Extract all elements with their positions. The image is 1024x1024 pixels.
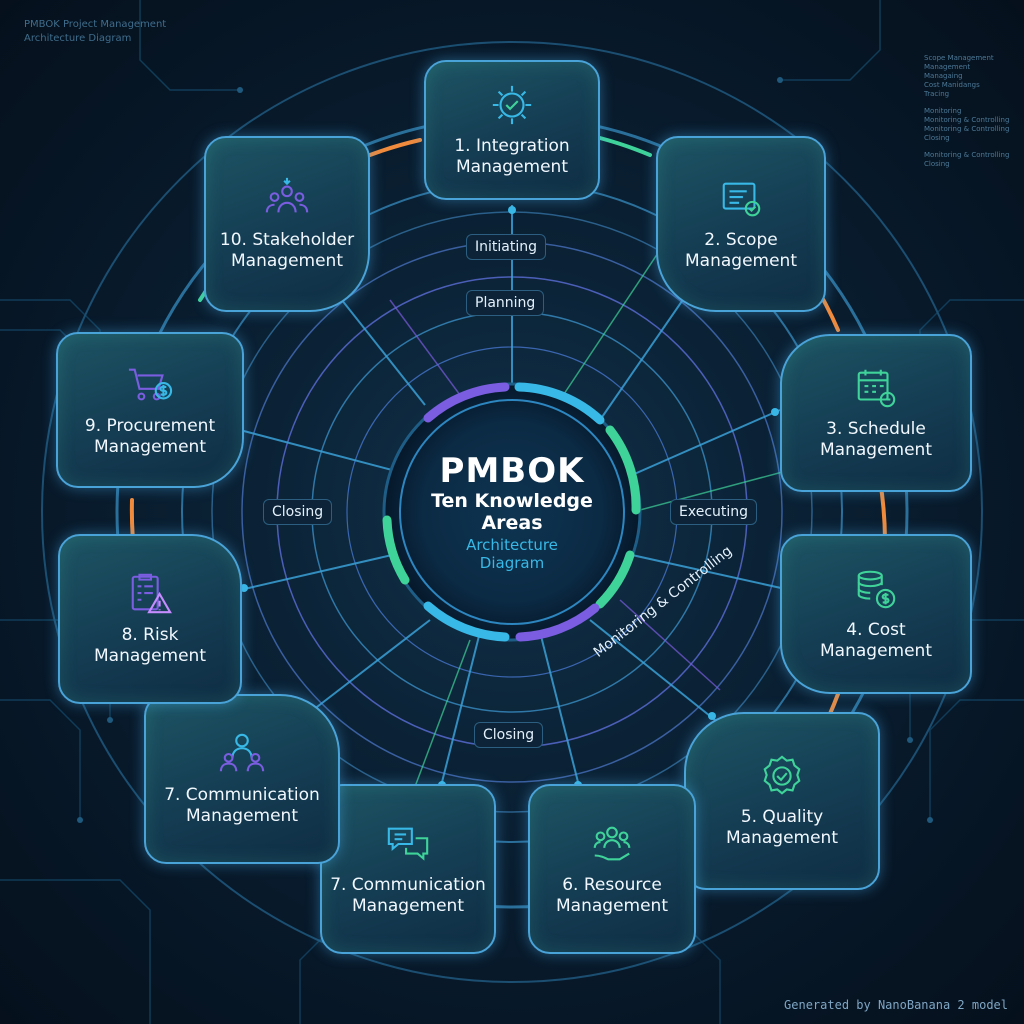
generated-by-footer: Generated by NanoBanana 2 model [784, 998, 1008, 1012]
area-label: 7. Communication Management [330, 875, 486, 916]
clipboard-warning-icon [131, 573, 172, 614]
side-note: Closing [924, 134, 950, 142]
people-talk-icon [219, 733, 265, 772]
phase-planning: Planning [466, 290, 545, 316]
side-note: Monitoring & Controlling [924, 116, 1010, 124]
calendar-clock-icon [857, 369, 896, 408]
area-risk-management[interactable]: 8. Risk Management [58, 534, 242, 704]
coins-dollar-icon [857, 570, 896, 609]
phase-executing: Executing [670, 499, 758, 525]
phase-initiating: Initiating [466, 234, 546, 260]
area-communication-management-bottom[interactable]: 7. Communication Management [320, 784, 496, 954]
hub-caption: Architecture Diagram [466, 536, 558, 572]
side-note: Monitoring & Controlling [924, 125, 1010, 133]
document-check-icon [722, 182, 761, 217]
side-note: Monitoring & Controlling [924, 151, 1010, 159]
area-label: 6. Resource Management [556, 875, 668, 916]
side-note: Management [924, 63, 971, 71]
area-label: 3. Schedule Management [820, 419, 932, 460]
area-label: 5. Quality Management [726, 807, 838, 848]
area-label: 9. Procurement Management [84, 416, 216, 457]
hub-subtitle: Ten Knowledge Areas [431, 490, 593, 534]
side-notes: Scope Management Management Managaing Co… [924, 54, 1016, 169]
side-note: Scope Management [924, 54, 994, 62]
side-note: Monitoring [924, 107, 962, 115]
people-hand-icon [593, 826, 631, 861]
area-scope-management[interactable]: 2. Scope Management [656, 136, 826, 312]
side-note: Managaing [924, 72, 963, 80]
side-note: Closing [924, 160, 950, 168]
cart-dollar-icon [128, 368, 173, 401]
area-label: 4. Cost Management [820, 620, 932, 661]
area-label: 8. Risk Management [94, 625, 206, 666]
area-label: 7. Communication Management [164, 785, 320, 826]
area-resource-management[interactable]: 6. Resource Management [528, 784, 696, 954]
area-label: 2. Scope Management [685, 230, 797, 271]
stakeholder-group-icon [265, 177, 309, 213]
area-schedule-management[interactable]: 3. Schedule Management [780, 334, 972, 492]
area-cost-management[interactable]: 4. Cost Management [780, 534, 972, 694]
area-label: 1. Integration Management [454, 136, 570, 177]
chat-bubbles-icon [387, 827, 429, 861]
area-label: 10. Stakeholder Management [219, 230, 355, 271]
pmbok-hub: PMBOK Ten Knowledge Areas Architecture D… [392, 392, 632, 632]
side-note: Cost Manidangs [924, 81, 980, 89]
area-procurement-management[interactable]: 9. Procurement Management [56, 332, 244, 488]
quality-badge-icon [763, 755, 801, 795]
diagram-header-title: PMBOK Project Management Architecture Di… [24, 19, 167, 44]
hub-title: PMBOK [439, 451, 585, 491]
area-quality-management[interactable]: 5. Quality Management [684, 712, 880, 890]
side-note: Tracing [924, 90, 950, 98]
phase-closing-bottom: Closing [474, 722, 544, 748]
area-communication-management[interactable]: 7. Communication Management [144, 694, 340, 864]
area-stakeholder-management[interactable]: 10. Stakeholder Management [204, 136, 370, 312]
phase-closing-left: Closing [263, 499, 333, 525]
gear-check-icon [492, 85, 532, 125]
area-integration-management[interactable]: 1. Integration Management [424, 60, 600, 200]
